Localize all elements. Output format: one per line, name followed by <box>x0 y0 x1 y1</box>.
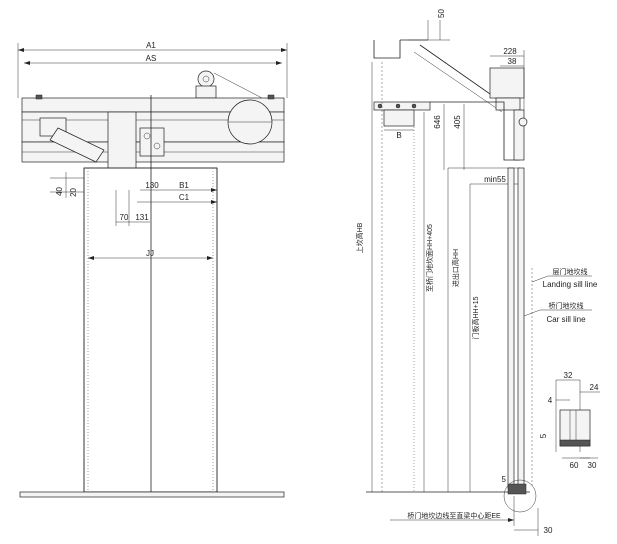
as-label: AS <box>146 54 157 63</box>
a1-arrow-right <box>281 48 287 52</box>
jj-label: JJ <box>146 249 154 258</box>
dim-20: 20 <box>69 187 78 196</box>
dim-70: 70 <box>120 213 129 222</box>
side-landing-door <box>507 167 515 489</box>
dim-5-detail: 5 <box>539 433 548 438</box>
a1-arrow-left <box>18 48 24 52</box>
as-arrow-right <box>276 61 282 65</box>
side-car-door <box>517 167 525 489</box>
side-track <box>383 109 415 127</box>
ee-arrow <box>508 518 514 522</box>
front-view: A1 AS <box>17 41 288 498</box>
bolt-1 <box>377 103 383 109</box>
top-bracket <box>373 40 401 59</box>
hh15-label: 门板高HH+15 <box>471 296 480 339</box>
dim-30-bottom: 30 <box>544 526 553 535</box>
side-roller <box>518 117 528 127</box>
roller-2 <box>153 142 161 150</box>
side-motor-base <box>495 97 521 111</box>
side-header-plate <box>373 101 431 111</box>
bracket-left <box>35 94 43 100</box>
dim-131: 131 <box>135 213 149 222</box>
motor-pulley <box>197 70 215 88</box>
bolt-2 <box>395 103 401 109</box>
sill-detail-circle <box>503 479 537 513</box>
a1-label: A1 <box>146 41 156 50</box>
hb-label: 上坎高HB <box>355 222 364 253</box>
jj-arrow-left <box>88 256 94 260</box>
door-sill <box>19 491 285 498</box>
jj-arrow-right <box>207 256 213 260</box>
dim-32: 32 <box>564 371 573 380</box>
b-label: B <box>396 131 401 140</box>
hh405-label: 至桥门地坎面HH+405 <box>425 224 434 292</box>
side-gear <box>513 109 525 161</box>
side-view: 50 228 38 B 646 405 min55 <box>355 9 598 536</box>
landing-leader <box>531 275 549 283</box>
landing-sill-en: Landing sill line <box>543 280 598 289</box>
roller-assembly <box>139 127 165 157</box>
drive-belt-upper <box>213 72 263 99</box>
landing-sill-cn: 层门地坎线 <box>553 267 588 276</box>
car-sill-en: Car sill line <box>546 315 586 324</box>
dim-4: 4 <box>548 396 553 405</box>
roller-1 <box>143 132 151 140</box>
motor-pulley-hub <box>202 75 210 83</box>
door-panels <box>83 167 218 493</box>
dim-228: 228 <box>503 47 517 56</box>
side-motor <box>489 67 525 99</box>
sill-detail: 32 24 4 5 60 30 <box>539 371 600 470</box>
bracket-right <box>267 94 275 100</box>
b1-label: B1 <box>179 181 189 190</box>
linkage-arm <box>49 127 105 163</box>
min55-label: min55 <box>484 175 506 184</box>
dim-646: 646 <box>433 115 442 129</box>
dim-24: 24 <box>590 383 599 392</box>
dim-130: 130 <box>145 181 159 190</box>
dim-5-side: 5 <box>502 475 507 484</box>
dim-50: 50 <box>437 9 446 18</box>
dim-40: 40 <box>55 186 64 195</box>
b1-arrow <box>211 188 217 192</box>
detail-sill-base <box>559 439 591 447</box>
motor-body <box>195 85 217 99</box>
sill-profile <box>507 483 527 495</box>
ee-label: 桥门地坎边线至直梁中心距EE <box>407 511 501 520</box>
bolt-3 <box>411 103 417 109</box>
hh-label: 进出口高HH <box>451 249 460 287</box>
car-leader <box>523 309 541 317</box>
car-sill-cn: 桥门地坎线 <box>549 301 584 310</box>
dim-405: 405 <box>453 115 462 129</box>
c1-label: C1 <box>179 193 190 202</box>
c1-arrow <box>211 200 217 204</box>
dim-38: 38 <box>508 57 517 66</box>
dim-60: 60 <box>570 461 579 470</box>
as-arrow-left <box>24 61 30 65</box>
dim-30-detail: 30 <box>588 461 597 470</box>
operator-bracket <box>430 101 520 161</box>
